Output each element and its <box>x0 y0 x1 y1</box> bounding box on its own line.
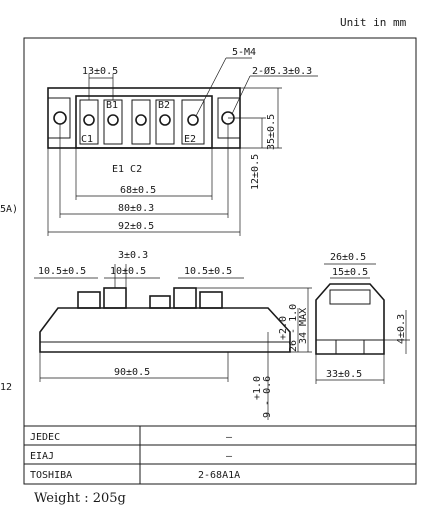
side-view-body <box>315 283 385 355</box>
front-terminal-5 <box>199 291 223 309</box>
side-foot <box>335 339 365 355</box>
dim-10: 10±0.5 <box>110 266 146 277</box>
dim-4: 4±0.3 <box>396 314 407 344</box>
dim-9-lower: 9 - 0.6 <box>262 376 273 418</box>
terminal-label-b1: B1 <box>106 100 118 111</box>
side-view: 26±0.5 15±0.5 4±0.3 33±0.5 <box>315 252 410 384</box>
screw-c1 <box>83 114 95 126</box>
dim-92: 92±0.5 <box>118 221 154 232</box>
table-value-eiaj: ― <box>226 451 233 462</box>
terminal-label-c1: C1 <box>81 134 93 145</box>
table-value-toshiba: 2-68A1A <box>198 470 240 481</box>
dim-34max: 34 MAX <box>298 308 309 344</box>
screw-e1c2 <box>135 114 147 126</box>
dim-3: 3±0.3 <box>118 250 148 261</box>
terminal-label-e1c2: E1 C2 <box>112 164 142 175</box>
weight-label: Weight : 205g <box>34 491 126 506</box>
package-table: JEDEC ― EIAJ ― TOSHIBA 2-68A1A <box>24 425 416 484</box>
terminal-pad-e1c2 <box>131 99 151 145</box>
front-terminal-3 <box>149 295 171 309</box>
terminal-pad-b2 <box>155 99 175 145</box>
table-label-eiaj: EIAJ <box>30 451 54 462</box>
drawing-frame <box>23 37 417 485</box>
screw-e2 <box>187 114 199 126</box>
dim-35: 35±0.5 <box>266 114 277 150</box>
dim-9-upper: +1.0 <box>252 376 263 400</box>
terminal-block <box>75 95 213 149</box>
terminal-label-e2: E2 <box>184 134 196 145</box>
dim-tol-lower: 26 - 1.0 <box>288 304 299 352</box>
table-label-toshiba: TOSHIBA <box>30 470 72 481</box>
dim-68: 68±0.5 <box>120 185 156 196</box>
front-view-body <box>39 307 291 353</box>
top-view: B1 B2 C1 E2 E1 C2 13±0.5 5-M4 2-Ø5.3±0.3… <box>47 47 318 236</box>
dim-90: 90±0.5 <box>114 367 150 378</box>
margin-fragment-top: 5A) <box>0 204 18 215</box>
dim-hole: 2-Ø5.3±0.3 <box>252 65 312 77</box>
dim-12: 12±0.5 <box>250 154 261 190</box>
dim-33: 33±0.5 <box>326 369 362 380</box>
table-label-jedec: JEDEC <box>30 432 60 443</box>
front-view: 3±0.3 10.5±0.5 10±0.5 10.5±0.5 90±0.5 34… <box>34 250 312 420</box>
dim-tol-upper: +2.0 <box>278 316 289 340</box>
terminal-label-b2: B2 <box>158 100 170 111</box>
terminal-pad-e2 <box>181 99 205 145</box>
table-value-jedec: ― <box>226 432 233 443</box>
dim-105b: 10.5±0.5 <box>184 266 232 277</box>
margin-fragment-bottom: 12 <box>0 382 12 393</box>
dim-105a: 10.5±0.5 <box>38 266 86 277</box>
side-terminal <box>329 289 371 305</box>
unit-label: Unit in mm <box>340 16 407 29</box>
leader-hole <box>231 75 251 115</box>
leader-5m4 <box>195 57 227 117</box>
dim-80: 80±0.3 <box>118 203 154 214</box>
screw-b1 <box>107 114 119 126</box>
left-flange <box>47 97 71 139</box>
dim-13: 13±0.5 <box>82 66 118 77</box>
front-terminal-2 <box>103 287 127 309</box>
screw-b2 <box>159 114 171 126</box>
dim-15: 15±0.5 <box>332 267 368 278</box>
dim-26: 26±0.5 <box>330 252 366 263</box>
mounting-hole-left <box>53 111 67 125</box>
dim-5m4: 5-M4 <box>232 47 256 58</box>
front-terminal-1 <box>77 291 101 309</box>
front-terminal-4 <box>173 287 197 309</box>
